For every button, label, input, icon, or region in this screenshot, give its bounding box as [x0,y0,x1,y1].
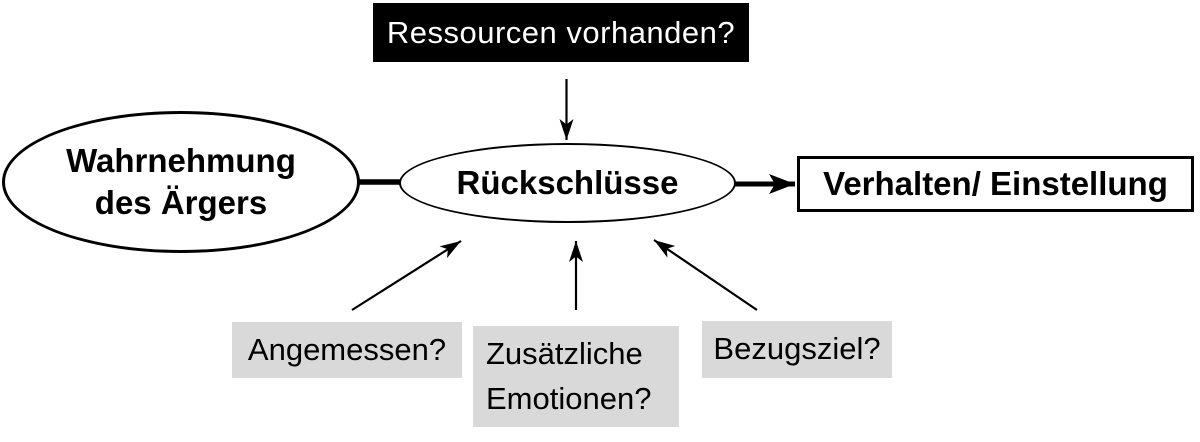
node-additional-emotions-question-label: Zusätzliche Emotionen? [486,335,652,416]
node-appropriate-question: Angemessen? [232,322,462,378]
node-additional-emotions-question: Zusätzliche Emotionen? [473,326,679,427]
node-reference-goal-question: Bezugsziel? [702,321,892,378]
node-reference-goal-question-label: Bezugsziel? [713,331,881,367]
node-perception-label: Wahrnehmung des Ärgers [66,141,296,221]
node-perception: Wahrnehmung des Ärgers [2,111,360,253]
node-appropriate-question-label: Angemessen? [247,331,447,367]
node-conclusions-label: Rückschlüsse [456,164,679,201]
node-resources-question: Ressourcen vorhanden? [373,3,749,62]
node-conclusions: Rückschlüsse [399,143,736,223]
edge-appropriate-to-conclusions-arrow [351,240,462,311]
node-resources-question-label: Ressourcen vorhanden? [386,14,736,50]
node-behavior-label: Verhalten/ Einstellung [823,165,1168,202]
edge-referencegoal-to-conclusions-arrow [653,239,758,311]
node-behavior: Verhalten/ Einstellung [797,156,1194,212]
